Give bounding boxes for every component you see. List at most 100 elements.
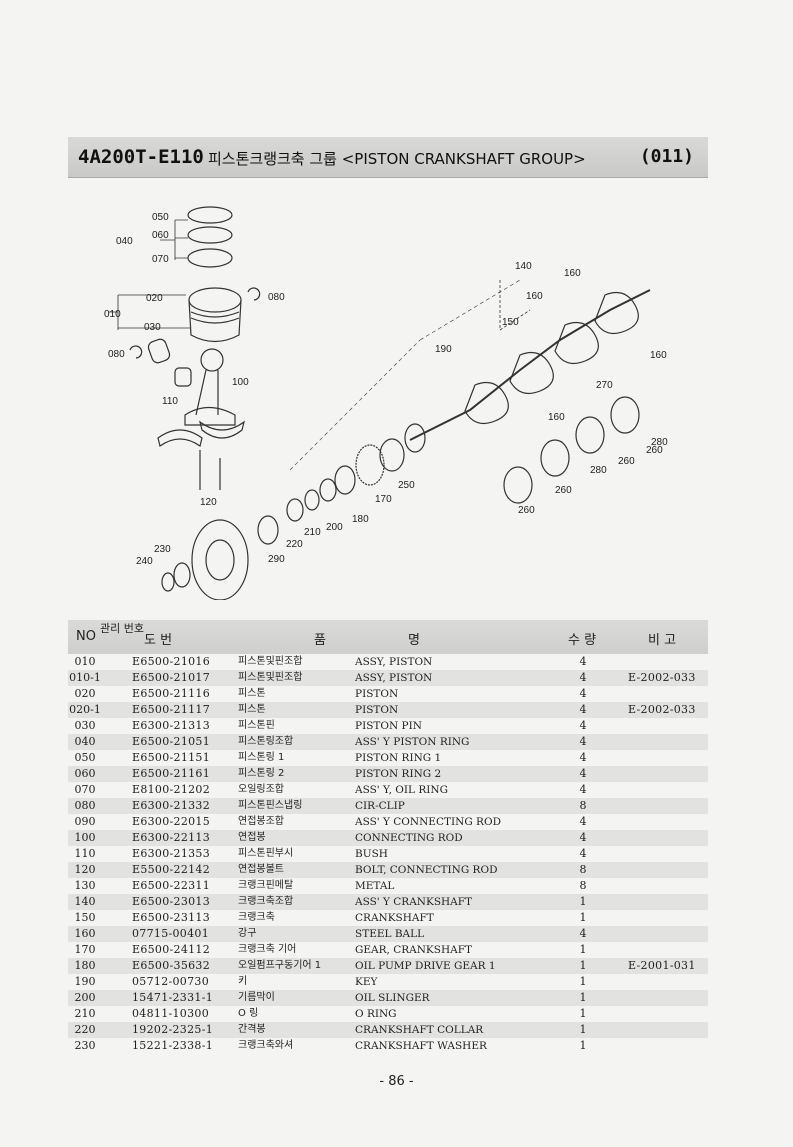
callout-260c: 260: [555, 485, 572, 496]
callout-070: 070: [152, 254, 169, 265]
callout-120: 120: [200, 497, 217, 508]
callout-160c: 160: [650, 350, 667, 361]
callout-230: 230: [154, 544, 171, 555]
part-no-cell: 170: [74, 943, 96, 956]
english-name-cell: ASS' Y PISTON RING: [355, 736, 470, 748]
korean-name-cell: 오일펌프구동기어 1: [238, 960, 322, 971]
header-mgmt: 관리 번호: [100, 622, 144, 635]
quantity-cell: 1: [579, 1039, 587, 1052]
part-no-cell: 190: [74, 975, 96, 988]
title-bar: 4A200T-E110 피스톤크랭크축 그룹 <PISTON CRANKSHAF…: [68, 137, 708, 178]
english-name-cell: ASSY, PISTON: [355, 672, 433, 684]
crank-pulley: [191, 519, 249, 600]
con-rod-beam: [195, 369, 219, 416]
callout-280a: 280: [651, 437, 668, 448]
piston-pin: [147, 338, 171, 364]
part-number-cell: E6500-22311: [132, 879, 211, 892]
quantity-cell: 4: [579, 783, 587, 796]
part-no-cell: 210: [74, 1007, 96, 1020]
quantity-cell: 4: [579, 767, 587, 780]
part-no-cell: 180: [74, 959, 96, 972]
quantity-cell: 8: [579, 799, 587, 812]
part-no-cell: 200: [74, 991, 96, 1004]
korean-name-cell: 간격봉: [238, 1024, 266, 1035]
callout-260a: 260: [646, 445, 663, 456]
part-number-cell: E6500-21116: [132, 687, 211, 700]
collar-220: [286, 498, 304, 522]
callout-210: 210: [304, 527, 321, 538]
english-name-cell: CONNECTING ROD: [355, 832, 463, 844]
korean-name-cell: 연접봉: [238, 832, 266, 843]
piston-ring-060: [187, 226, 233, 244]
header-no: NO: [76, 629, 96, 644]
part-no-cell: 020-1: [69, 703, 101, 716]
korean-name-cell: 피스톤핀부시: [238, 848, 294, 859]
part-no-cell: 040: [74, 735, 96, 748]
english-name-cell: CRANKSHAFT: [355, 912, 434, 924]
callout-100: 100: [232, 377, 249, 388]
callout-220: 220: [286, 539, 303, 550]
piston-ring-050: [187, 206, 233, 224]
washer-230: [173, 562, 191, 588]
callout-160a: 160: [564, 268, 581, 279]
callout-170: 170: [375, 494, 392, 505]
quantity-cell: 4: [579, 655, 587, 668]
circlip-080-left: [129, 345, 143, 359]
piston-skirt: [188, 299, 242, 343]
header-name-kor: 품: [314, 633, 326, 648]
metal-lower: [199, 420, 245, 439]
quantity-cell: 1: [579, 991, 587, 1004]
part-number-cell: E6500-24112: [132, 943, 211, 956]
korean-name-cell: O 링: [238, 1008, 259, 1019]
english-name-cell: GEAR, CRANKSHAFT: [355, 944, 472, 956]
part-number-cell: 19202-2325-1: [132, 1023, 214, 1036]
korean-name-cell: 피스톤: [238, 688, 266, 699]
part-number-cell: E6500-21017: [132, 671, 211, 684]
callout-010: 010: [104, 309, 121, 320]
korean-name-cell: 크랭크축와셔: [238, 1040, 294, 1051]
english-name-cell: STEEL BALL: [355, 928, 425, 940]
metal-upper: [157, 429, 203, 447]
part-number-cell: E6500-21161: [132, 767, 211, 780]
table-header: NO 관리 번호 도 번 품 명 수 량 비 고: [68, 620, 708, 654]
part-number-cell: E6300-21313: [132, 719, 211, 732]
english-name-cell: OIL SLINGER: [355, 992, 430, 1004]
korean-name-cell: 크랭크축 기어: [238, 944, 297, 955]
part-no-cell: 020: [74, 687, 96, 700]
callout-180: 180: [352, 514, 369, 525]
crank-web-1: [464, 382, 509, 424]
part-no-cell: 130: [74, 879, 96, 892]
part-no-cell: 120: [74, 863, 96, 876]
korean-name-cell: 피스톤및핀조합: [238, 656, 303, 667]
circlip-080-right: [247, 287, 261, 301]
korean-name-cell: 크랭크축조합: [238, 896, 294, 907]
part-no-cell: 160: [74, 927, 96, 940]
crank-web-4: [594, 292, 639, 334]
korean-name-cell: 강구: [238, 928, 257, 939]
spacer-250: [379, 438, 405, 472]
callout-190: 190: [435, 344, 452, 355]
header-qty: 수 량: [568, 633, 597, 648]
korean-name-cell: 키: [238, 976, 248, 987]
part-no-cell: 230: [74, 1039, 96, 1052]
quantity-cell: 4: [579, 847, 587, 860]
part-number-cell: E6500-35632: [132, 959, 211, 972]
group-title: 피스톤크랭크축 그룹 <PISTON CRANKSHAFT GROUP>: [208, 150, 586, 168]
quantity-cell: 4: [579, 927, 587, 940]
callout-160b: 160: [526, 291, 543, 302]
part-no-cell: 100: [74, 831, 96, 844]
quantity-cell: 4: [579, 751, 587, 764]
con-rod-big-end: [184, 406, 236, 426]
part-no-cell: 070: [74, 783, 96, 796]
part-no-cell: 010-1: [69, 671, 101, 684]
